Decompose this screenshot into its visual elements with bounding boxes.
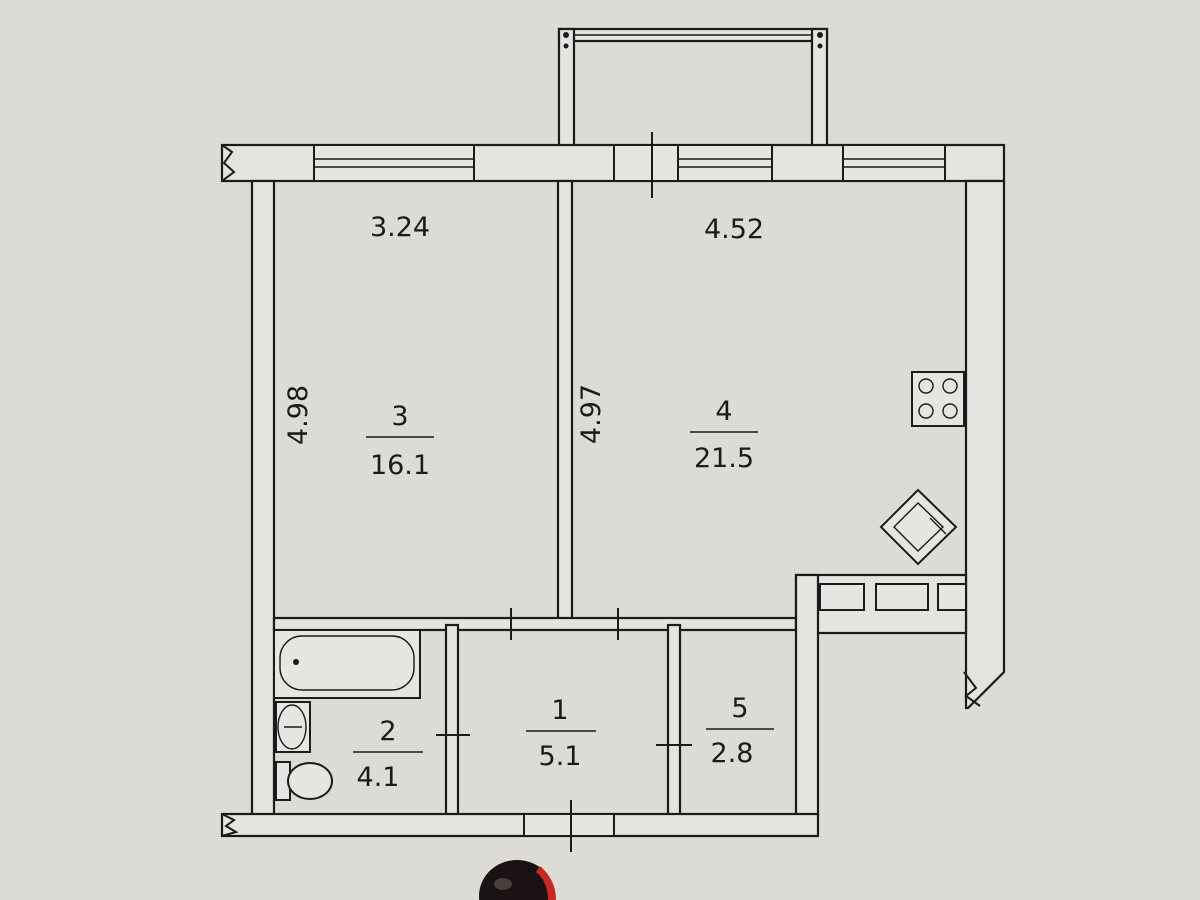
- bathtub: [273, 629, 421, 699]
- left-wall: [250, 179, 276, 818]
- dimension-room-4-width: 4.52: [704, 214, 764, 245]
- room-area: 21.5: [694, 443, 754, 474]
- stove: [911, 371, 965, 427]
- room-label-5: 5 2.8: [706, 693, 774, 769]
- balcony: [557, 27, 829, 149]
- room-number: 4: [715, 396, 732, 427]
- window-room-4-b: [842, 144, 946, 182]
- room-number: 3: [391, 401, 408, 432]
- room-label-4: 4 21.5: [690, 396, 758, 474]
- window-room-3: [313, 144, 475, 182]
- bottom-wall: [220, 800, 820, 852]
- room-number: 1: [551, 695, 568, 726]
- room-label-2: 2 4.1: [353, 716, 423, 793]
- dimension-room-4-length: 4.97: [576, 384, 607, 444]
- top-wall: [220, 132, 1006, 198]
- room-area: 2.8: [711, 738, 754, 769]
- room-number: 5: [731, 693, 748, 724]
- right-wall: [963, 179, 1006, 710]
- entrance-door: [523, 813, 615, 837]
- toilet: [275, 761, 333, 801]
- dimension-room-3-length: 4.98: [283, 385, 314, 445]
- room-area: 5.1: [539, 741, 582, 772]
- room-area: 16.1: [370, 450, 430, 481]
- balcony-door: [613, 144, 679, 182]
- sink: [275, 701, 311, 753]
- kitchen-sink: [879, 488, 958, 566]
- partition-room3-room4: [556, 179, 574, 623]
- room-area: 4.1: [357, 762, 400, 793]
- room-number: 2: [379, 716, 396, 747]
- kitchen-niche: [794, 573, 968, 818]
- room-label-3: 3 16.1: [366, 401, 434, 481]
- bottom-stamp-mark: [479, 860, 556, 900]
- partition-hall-storage: [666, 623, 682, 818]
- window-room-4-a: [677, 144, 773, 182]
- partition-bath-hall: [444, 623, 460, 818]
- dimension-room-3-width: 3.24: [370, 212, 430, 243]
- room-label-1: 1 5.1: [526, 695, 596, 772]
